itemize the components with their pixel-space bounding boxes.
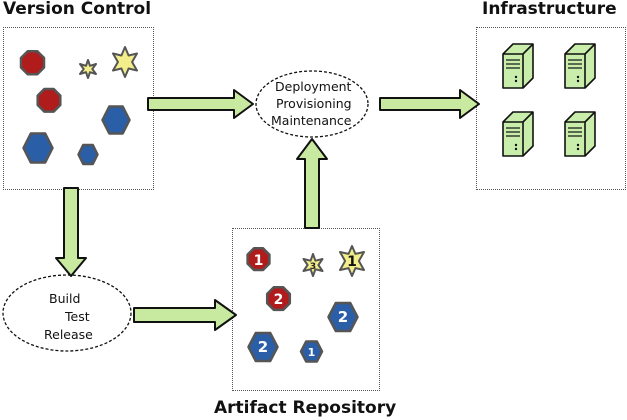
- build-ellipse: [2, 274, 132, 352]
- build-label-release: Release: [44, 327, 93, 342]
- deploy-label-maintenance: Maintenance: [271, 113, 352, 128]
- title-version-control: Version Control: [3, 0, 152, 19]
- red-octagon-artifact: [265, 286, 292, 312]
- star-shape: [112, 46, 138, 78]
- server-icon: [502, 111, 534, 157]
- blue-hexagon-shape: [77, 143, 99, 166]
- artifact-label: 1: [254, 253, 264, 269]
- star-artifact: [302, 253, 324, 277]
- blue-hexagon-artifact: [247, 331, 279, 363]
- red-octagon-shape: [19, 49, 46, 76]
- blue-hexagon-artifact: [299, 340, 324, 363]
- title-infrastructure: Infrastructure: [482, 0, 617, 19]
- server-icon: [564, 111, 596, 157]
- title-artifact-repository: Artifact Repository: [214, 398, 397, 418]
- blue-hexagon-shape: [101, 105, 131, 135]
- arrow-vc-to-build: [55, 187, 87, 277]
- deploy-label-deployment: Deployment: [275, 79, 352, 94]
- artifact-label: 3: [310, 262, 316, 272]
- star-shape: [79, 59, 97, 79]
- build-label-build: Build: [49, 291, 81, 306]
- build-label-test: Test: [65, 309, 90, 324]
- server-icon: [564, 43, 596, 89]
- artifact-label: 2: [274, 292, 284, 308]
- red-octagon-artifact: [246, 247, 271, 272]
- deploy-label-provisioning: Provisioning: [276, 96, 352, 111]
- arrow-build-to-artifact: [133, 299, 237, 331]
- arrow-vc-to-deploy: [147, 89, 254, 119]
- star-artifact: [339, 245, 365, 277]
- red-octagon-shape: [36, 87, 62, 113]
- artifact-label: 1: [308, 346, 316, 359]
- infrastructure-box: [476, 27, 626, 190]
- artifact-label: 2: [258, 338, 268, 356]
- server-icon: [502, 43, 534, 89]
- blue-hexagon-shape: [22, 132, 54, 164]
- artifact-label: 2: [338, 308, 348, 326]
- blue-hexagon-artifact: [327, 301, 359, 333]
- artifact-label: 1: [347, 254, 357, 270]
- arrow-artifact-to-deploy: [296, 138, 328, 229]
- deploy-ellipse: [255, 70, 369, 138]
- arrow-deploy-to-infra: [379, 89, 480, 119]
